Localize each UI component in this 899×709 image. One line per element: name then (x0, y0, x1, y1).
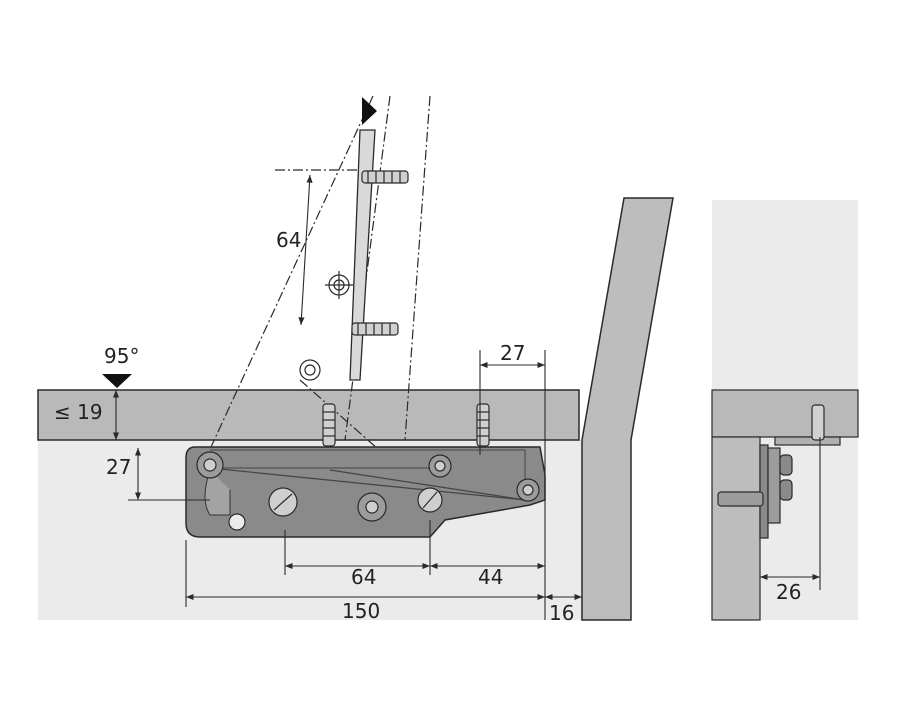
open-door-marker-icon (362, 97, 377, 125)
edge-distance-label: 27 (500, 341, 525, 365)
screw-icon (476, 403, 490, 447)
side-view-label: 26 (776, 580, 801, 604)
bottom-right-label: 44 (478, 565, 503, 589)
door-panel (37, 389, 580, 441)
hinge-pivot-icon (196, 451, 540, 531)
side-view-hinge (717, 404, 841, 539)
angle-marker-icon (102, 374, 132, 388)
vertical-offset-label: 27 (106, 455, 131, 479)
dimension-lines (112, 174, 821, 620)
open-door-bracket (349, 129, 376, 381)
cabinet-side-wall (581, 197, 674, 621)
side-view-panel (711, 389, 859, 438)
screw-spacing-label: 64 (276, 228, 301, 252)
pivot-icon (299, 271, 353, 381)
side-view-wall (711, 436, 761, 621)
total-length-label: 150 (342, 599, 380, 623)
panel-thickness-label: ≤ 19 (54, 400, 103, 424)
screw-icon (361, 170, 409, 184)
screw-icon (322, 403, 336, 447)
screw-icon (351, 322, 399, 336)
gap-label: 16 (549, 601, 574, 625)
bottom-spacing-label: 64 (351, 565, 376, 589)
angle-label: 95° (104, 344, 139, 368)
